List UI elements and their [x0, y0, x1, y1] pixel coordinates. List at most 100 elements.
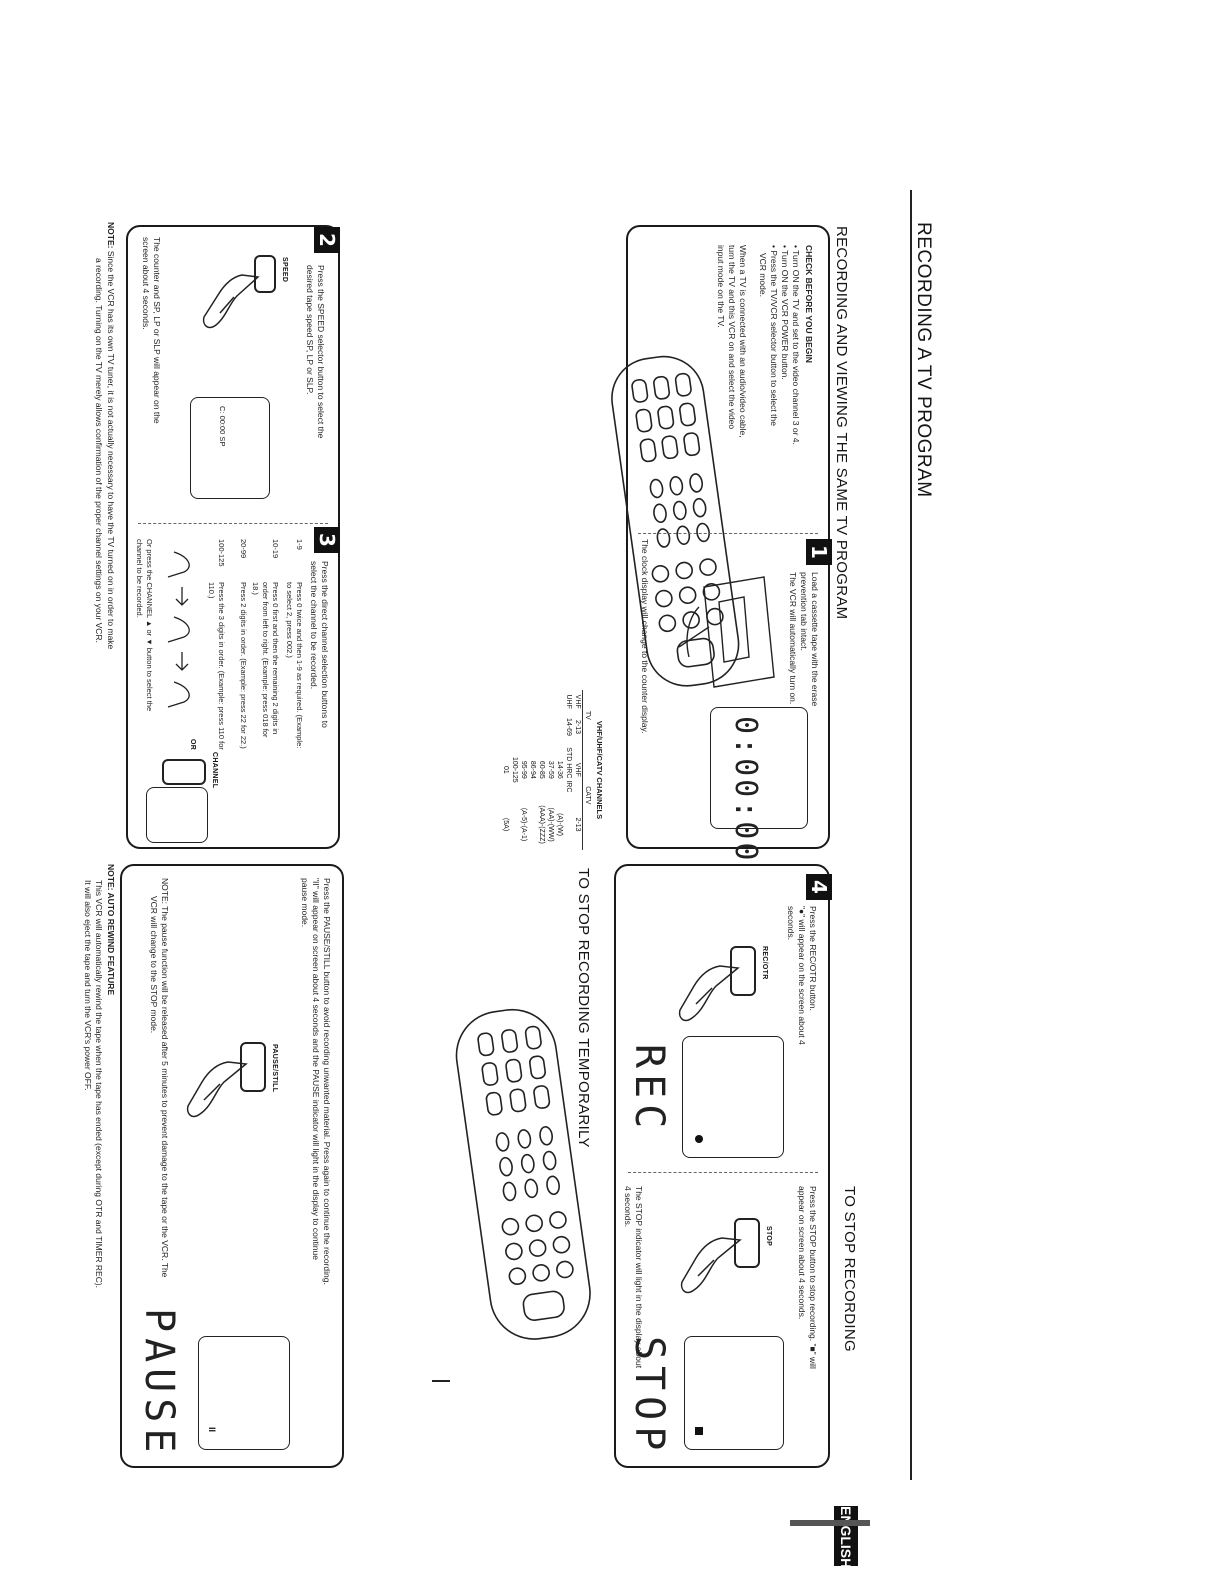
panel-divider — [638, 532, 818, 534]
channel-instruction: Press the 3 digits in order. (Example: p… — [207, 582, 226, 750]
auto-rewind-text: It will also eject the tape and turn the… — [83, 880, 93, 1091]
check-line: VCR mode. — [758, 253, 768, 297]
channels-table-title: VHF/UHF/CATV CHANNELS — [595, 720, 604, 820]
stop-display-screen — [684, 1336, 784, 1450]
panel-divider — [628, 1171, 818, 1173]
note-label: NOTE: — [106, 222, 116, 249]
check-line: • Press the TV/VCR selector button to se… — [769, 245, 779, 426]
check-line: • Turn ON the TV and set to the video ch… — [791, 245, 801, 445]
table-cell — [528, 799, 537, 850]
channel-instruction: Press 0 first and then the remaining 2 d… — [251, 582, 280, 738]
pointing-hand-icon — [202, 274, 260, 329]
step1-text: prevention tab intact. — [799, 572, 809, 651]
table-cell: 60-85 — [538, 760, 545, 779]
channel-button[interactable] — [162, 759, 206, 785]
cassette-insert-illustration — [678, 576, 775, 688]
speed-screen-text: C: 00:00 SP — [218, 406, 227, 447]
table-header: TV — [582, 690, 592, 741]
step-number-4: 4 — [806, 874, 832, 900]
pause-text: Press the PAUSE/STILL button to avoid re… — [322, 878, 332, 1285]
page-mark — [790, 1520, 870, 1526]
channel-instruction: Press 0 twice and then 1-9 as required. … — [285, 582, 304, 749]
step2-caption: The counter and SP, LP or SLP will appea… — [152, 237, 162, 424]
channel-range: 1-9 — [295, 539, 304, 550]
table-cell: 14-69 — [565, 718, 572, 736]
table-cell: STD HRC IRC — [565, 747, 572, 793]
step1-text: The VCR will automatically turn on. — [788, 572, 798, 705]
channel-display-screen — [146, 787, 208, 843]
channel-instruction: Press 2 digits in order. (Example: press… — [239, 582, 248, 749]
page-title: RECORDING A TV PROGRAM — [913, 222, 934, 498]
rec-display-value: REC — [626, 1044, 672, 1135]
table-cell: 01 — [502, 765, 509, 774]
channel-range: 10-19 — [271, 539, 280, 559]
step4-text: seconds. — [786, 906, 796, 941]
check-line: • Turn ON the VCR POWER button. — [780, 245, 790, 380]
step-number-3: 3 — [314, 527, 340, 553]
stop-text: Press the STOP button to stop recording.… — [808, 1186, 818, 1369]
speed-display-screen: C: 00:00 SP — [190, 397, 270, 499]
language-badge: ENGLISH — [834, 1506, 858, 1568]
table-cell: (AA)-(WW) — [547, 807, 554, 842]
table-cell: (A)-(W) — [556, 813, 563, 837]
step3-alt-text: Or press the CHANNEL ▲ or ▼ button to se… — [145, 539, 154, 712]
pause-icon: II — [207, 1427, 217, 1433]
stop-square-icon — [695, 1427, 703, 1435]
pointing-hand-icon — [186, 1061, 248, 1118]
remote-control-illustration — [455, 1008, 591, 1340]
note-line-2: a recording. Turning on the TV merely al… — [94, 258, 104, 643]
stop-caption: The STOP indicator will light in the dis… — [634, 1186, 644, 1369]
pause-note: VCR will change to the STOP mode. — [149, 896, 159, 1034]
pause-display-value: PAUSE — [136, 1308, 182, 1459]
panel-divider — [138, 522, 328, 524]
channel-range: 20-99 — [239, 539, 248, 559]
table-header: CATV — [582, 740, 592, 850]
pointing-hand-icon — [678, 965, 740, 1022]
stop-caption: 4 seconds. — [623, 1186, 633, 1228]
note-text: Since the VCR has its own TV tuner, it i… — [106, 250, 116, 650]
record-dot-icon — [695, 1135, 703, 1143]
pause-note: NOTE: The pause function will be release… — [160, 878, 170, 1278]
pointing-hand-icon — [680, 1237, 742, 1294]
step-number-1: 1 — [806, 539, 832, 565]
pause-panel: Press the PAUSE/STILL button to avoid re… — [120, 864, 344, 1468]
step4-text: Press the REC/OTR button. — [808, 906, 818, 1011]
check-para: input mode on the TV. — [716, 245, 726, 328]
step-number-2: 2 — [314, 227, 340, 253]
step4-stop-panel: 4 Press the REC/OTR button. "●" will app… — [614, 864, 858, 1468]
remote-control-illustration — [611, 355, 740, 687]
step3-alt-text: channel to be recorded. — [135, 539, 144, 618]
counter-display-screen: 0:00:00 — [710, 707, 808, 863]
stop-text: appear on screen about 4 seconds. — [797, 1186, 807, 1320]
table-cell: (AAA)-(ZZZ) — [538, 805, 545, 844]
step2-text: desired tape speed SP, LP or SLP. — [305, 265, 315, 395]
table-cell: UHF — [565, 694, 572, 709]
or-label: OR — [189, 739, 196, 751]
table-cell: VHF — [574, 762, 581, 777]
rec-button-label: REC/OTR — [761, 946, 768, 980]
table-cell: VHF — [574, 694, 581, 709]
step3-text: Press the direct channel selection butto… — [320, 561, 330, 728]
auto-rewind-text: This VCR will automatically rewind the t… — [94, 880, 104, 1289]
step2-text: Press the SPEED selector button to selec… — [316, 265, 326, 439]
pause-display-screen: II — [198, 1336, 290, 1450]
pause-text: "II" will appear on screen about 4 secon… — [311, 878, 321, 1260]
channel-range: 100-125 — [217, 539, 226, 567]
auto-rewind-heading: NOTE: AUTO REWIND FEATURE — [106, 864, 116, 996]
table-cell: 2-13 — [574, 817, 581, 832]
table-cell: (5A) — [502, 817, 509, 832]
table-cell: (A-5)-(A-1) — [520, 807, 527, 842]
channel-button-label: CHANNEL — [211, 752, 218, 789]
pause-button-label: PAUSE/STILL — [271, 1044, 278, 1093]
stop-button-label: STOP — [765, 1226, 772, 1247]
table-cell: 2-13 — [574, 719, 581, 734]
channel-press-sequence-illustration — [167, 551, 190, 708]
step3-text: select the channel to be recorded. — [309, 561, 319, 690]
left-section-title: RECORDING AND VIEWING THE SAME TV PROGRA… — [833, 226, 850, 620]
table-cell: 95-99 — [520, 760, 527, 779]
step1-text: Load a cassette tape with the erase — [810, 572, 820, 707]
page-mark — [432, 1380, 450, 1382]
